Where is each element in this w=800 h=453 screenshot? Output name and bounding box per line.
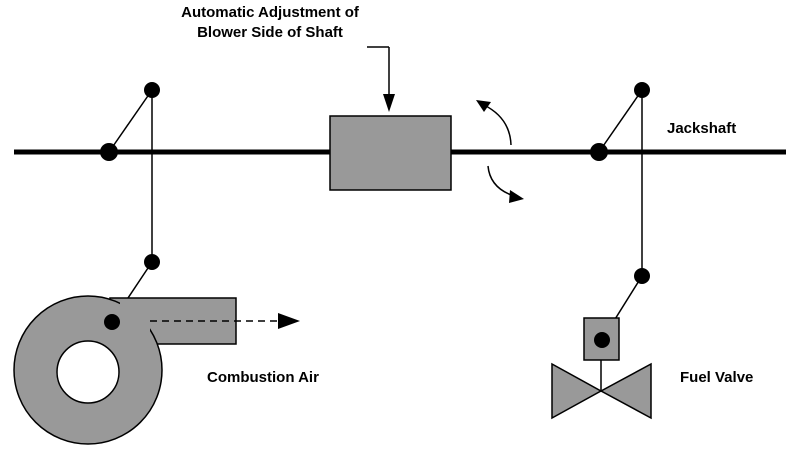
adjustment-title: Automatic Adjustment of Blower Side of S… xyxy=(140,3,400,43)
valve-actuator-pivot xyxy=(594,332,610,348)
valve-body xyxy=(551,362,652,420)
rotation-arrow-down-head xyxy=(509,190,524,203)
left-top-pivot xyxy=(144,82,160,98)
left-crank-arm xyxy=(108,89,153,153)
adjustment-title-line2: Blower Side of Shaft xyxy=(197,24,343,41)
airflow-arrow-head xyxy=(278,313,300,329)
blower-duct-join xyxy=(120,299,150,343)
blower-damper-pivot xyxy=(104,314,120,330)
right-lower-pivot xyxy=(634,268,650,284)
right-shaft-pivot xyxy=(590,143,608,161)
adjustment-actuator-box xyxy=(329,115,452,191)
right-crank-arm xyxy=(598,89,643,153)
combustion-air-label: Combustion Air xyxy=(207,369,319,386)
left-lower-pivot xyxy=(144,254,160,270)
right-top-pivot xyxy=(634,82,650,98)
rotation-arrow-up-head xyxy=(476,100,491,112)
jackshaft-label: Jackshaft xyxy=(667,120,737,137)
adjustment-arrow-head xyxy=(383,94,395,112)
adjustment-title-line1: Automatic Adjustment of xyxy=(181,4,359,21)
fuel-valve-label: Fuel Valve xyxy=(680,369,754,386)
rotation-arrow-up xyxy=(483,104,512,146)
blower-inlet xyxy=(56,340,120,404)
left-shaft-pivot xyxy=(100,143,118,161)
